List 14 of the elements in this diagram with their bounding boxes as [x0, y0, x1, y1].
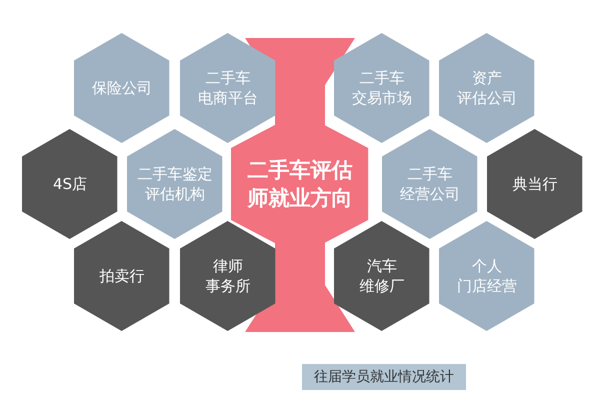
- heading: 二手车评估师就业方向: [247, 157, 352, 212]
- hexagon-label: 保险公司: [92, 78, 152, 98]
- hexagon-label: 典当行: [512, 174, 558, 194]
- hexagon-label: 汽车维修厂: [359, 256, 404, 296]
- hexagon-label: 4S店: [52, 174, 88, 194]
- hexagon-label: 二手车鉴定评估机构: [137, 164, 212, 204]
- hexagon-label: 资产评估公司: [456, 68, 517, 108]
- hexagon-label: 二手车经营公司: [400, 164, 460, 204]
- hexagon-label: 二手车交易市场: [352, 68, 412, 108]
- hexagon-label: 拍卖行: [99, 266, 144, 286]
- hexagon-label: 个人门店经营: [456, 256, 517, 296]
- hexagon-label: 二手车电商平台: [198, 68, 258, 108]
- footer-note: 往届学员就业情况统计: [302, 364, 466, 390]
- hexagon-label: 律师事务所: [205, 256, 250, 296]
